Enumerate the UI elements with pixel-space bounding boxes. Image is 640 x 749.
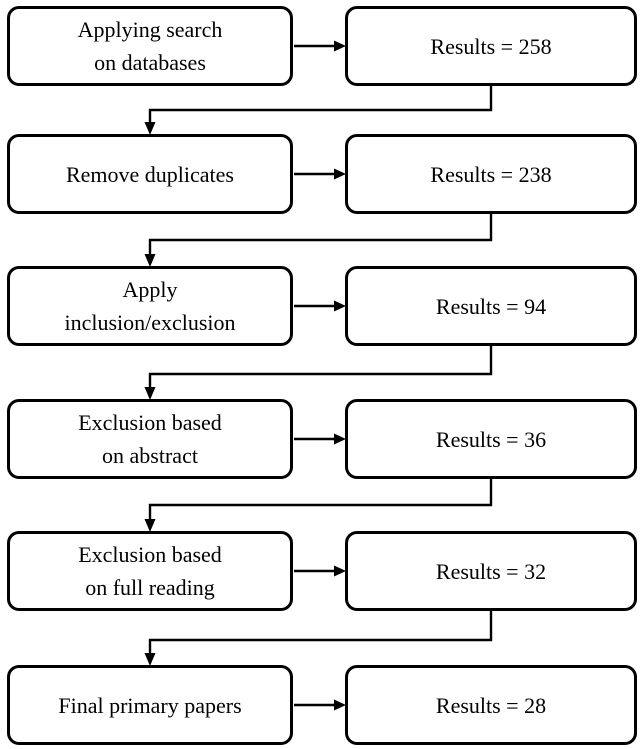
step-label: Exclusion based on full reading <box>78 542 222 600</box>
result-label: Results = 238 <box>430 161 552 187</box>
result-label: Results = 28 <box>435 692 547 718</box>
result-label: Results = 258 <box>430 33 552 59</box>
step-box-exclusion-abstract: Exclusion based on abstract <box>7 399 293 479</box>
result-label: Results = 32 <box>435 558 547 584</box>
connector-arrow-right-1 <box>294 40 346 52</box>
step-label: Final primary papers <box>58 692 242 718</box>
connector-elbow-2 <box>144 214 493 267</box>
connector-arrow-right-3 <box>294 300 346 312</box>
step-box-applying-search: Applying search on databases <box>7 6 293 86</box>
step-label: Exclusion based on abstract <box>78 410 222 468</box>
step-label: Remove duplicates <box>65 161 234 187</box>
result-box-2: Results = 238 <box>345 134 637 214</box>
step-box-exclusion-full-reading: Exclusion based on full reading <box>7 531 293 611</box>
result-box-6: Results = 28 <box>345 665 637 745</box>
result-label: Results = 36 <box>435 426 547 452</box>
connector-arrow-right-4 <box>294 433 346 445</box>
step-label: Applying search on databases <box>77 17 223 75</box>
step-box-remove-duplicates: Remove duplicates <box>7 134 293 214</box>
step-box-apply-inclusion-exclusion: Apply inclusion/exclusion <box>7 266 293 346</box>
result-box-5: Results = 32 <box>345 531 637 611</box>
connector-arrow-right-6 <box>294 699 346 711</box>
result-box-3: Results = 94 <box>345 266 637 346</box>
result-box-1: Results = 258 <box>345 6 637 86</box>
connector-arrow-right-2 <box>294 168 346 180</box>
step-box-final-primary-papers: Final primary papers <box>7 665 293 745</box>
connector-arrow-right-5 <box>294 565 346 577</box>
result-box-4: Results = 36 <box>345 399 637 479</box>
step-label: Apply inclusion/exclusion <box>64 277 236 335</box>
connector-elbow-1 <box>144 86 493 135</box>
connector-elbow-3 <box>144 346 493 400</box>
connector-elbow-4 <box>144 479 493 532</box>
connector-elbow-5 <box>144 611 493 666</box>
result-label: Results = 94 <box>435 293 547 319</box>
